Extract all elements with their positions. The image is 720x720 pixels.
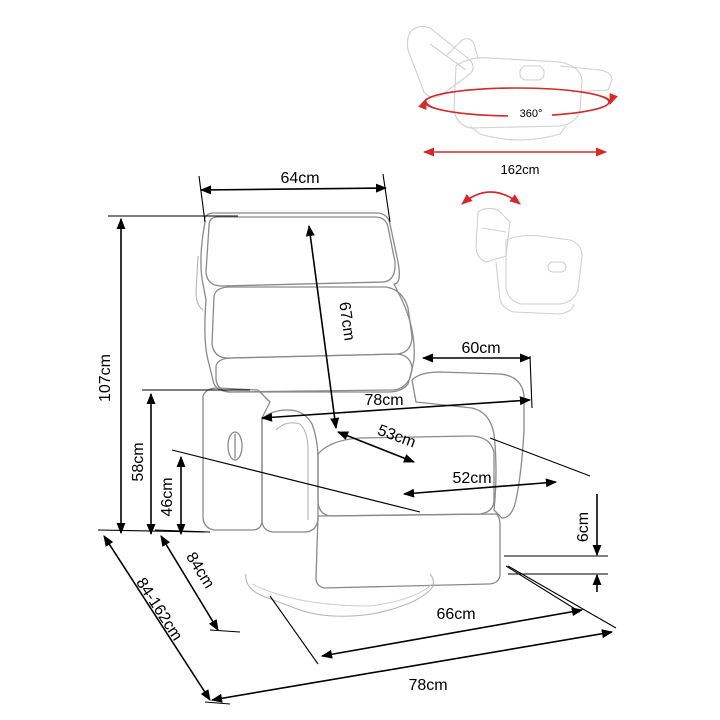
dim-67cm: 67cm — [305, 224, 358, 430]
dim-78cm-total: 78cm — [210, 565, 617, 703]
reclined-chair-sketch — [406, 25, 613, 141]
recliner-chair-sketch — [195, 212, 525, 617]
backrest-outline — [200, 212, 415, 393]
reclined-length-label: 162cm — [500, 162, 539, 177]
top-cushion — [205, 216, 396, 287]
footrest-panel — [315, 513, 501, 589]
base-clearance-label: 6cm — [575, 512, 592, 542]
small-chair-sketch — [475, 207, 583, 315]
dim-60cm: 60cm — [421, 340, 533, 409]
dim-53cm: 53cm — [336, 422, 418, 463]
seat-height-label: 58cm — [130, 442, 147, 481]
middle-cushion — [211, 286, 413, 359]
armrest-width-label: 60cm — [461, 340, 500, 357]
swivel-base — [245, 573, 435, 617]
dim-64cm: 64cm — [198, 170, 391, 223]
dim-107cm: 107cm — [97, 215, 238, 535]
backrest-height-label: 67cm — [335, 301, 357, 342]
armrest-height-label: 46cm — [159, 477, 176, 516]
dim-58cm: 58cm — [130, 392, 156, 536]
dim-52cm: 52cm — [171, 437, 591, 513]
front-arm-left — [261, 409, 319, 533]
base-width-label: 66cm — [436, 606, 475, 623]
recline-arrow — [461, 191, 521, 205]
total-height-label: 107cm — [97, 354, 114, 402]
left-armrest — [202, 387, 271, 531]
rotation-label: 360° — [520, 108, 543, 120]
recline-lever — [227, 431, 243, 461]
width-top-label: 64cm — [280, 170, 319, 187]
seat-width-label: 52cm — [452, 470, 491, 487]
depth-reclined-label: 84-162cm — [132, 575, 185, 644]
seat-depth-label: 53cm — [375, 422, 418, 451]
dim-46cm: 46cm — [159, 455, 186, 536]
depth-label: 84cm — [182, 550, 217, 592]
lower-cushion — [215, 353, 413, 393]
right-armrest — [411, 371, 525, 519]
dim-6cm: 6cm — [504, 494, 608, 592]
dim-78cm-seat: 78cm — [142, 389, 532, 422]
total-width-label: 78cm — [408, 677, 447, 694]
seat-width-arms-label: 78cm — [364, 392, 403, 409]
